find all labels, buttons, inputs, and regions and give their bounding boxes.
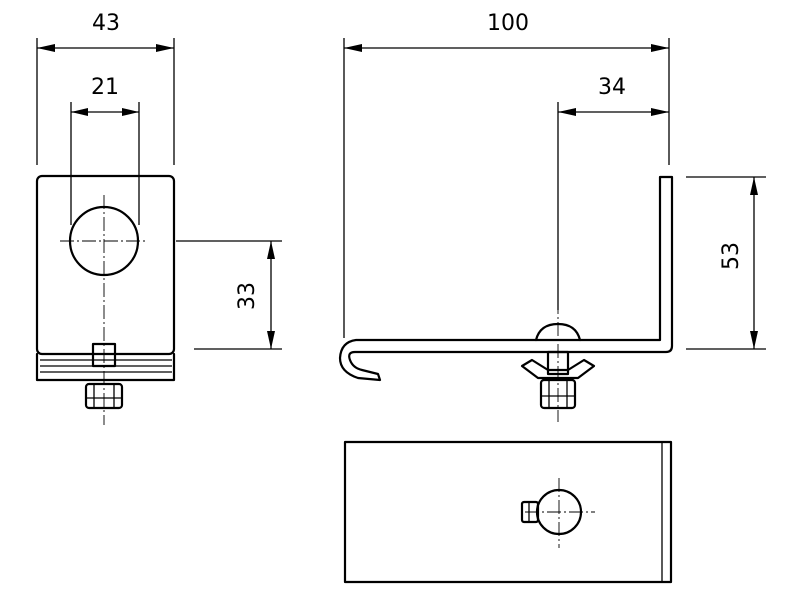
dim-100-arrow-right xyxy=(651,44,669,52)
dim-43-arrow-right xyxy=(156,44,174,52)
dim-43-label: 43 xyxy=(92,11,120,36)
top-view xyxy=(343,440,673,584)
dim-53-arrow-top xyxy=(750,177,758,195)
dim-100-arrow-left xyxy=(344,44,362,52)
dim-53-label: 53 xyxy=(719,242,744,270)
dim-33-label: 33 xyxy=(235,282,260,310)
dim-33-arrow-top xyxy=(267,241,275,259)
dim-43-arrow-left xyxy=(37,44,55,52)
dim-34-arrow-left xyxy=(558,108,576,116)
dim-34-arrow-right xyxy=(651,108,669,116)
dim-21-label: 21 xyxy=(91,75,119,100)
top-plate xyxy=(343,440,673,584)
dim-34-label: 34 xyxy=(598,75,626,100)
dim-53-arrow-bottom xyxy=(750,331,758,349)
dim-21-arrow-left xyxy=(71,108,88,116)
dim-21-arrow-right xyxy=(122,108,139,116)
dim-33-arrow-bottom xyxy=(267,331,275,349)
front-plate xyxy=(35,174,176,356)
side-bracket-profile xyxy=(338,175,674,382)
side-view: 100 34 53 xyxy=(338,11,766,422)
front-view: 43 21 33 xyxy=(35,11,282,425)
side-clamp-wing xyxy=(520,358,596,380)
front-clamp-profile xyxy=(35,352,176,382)
dim-100-label: 100 xyxy=(487,11,529,36)
